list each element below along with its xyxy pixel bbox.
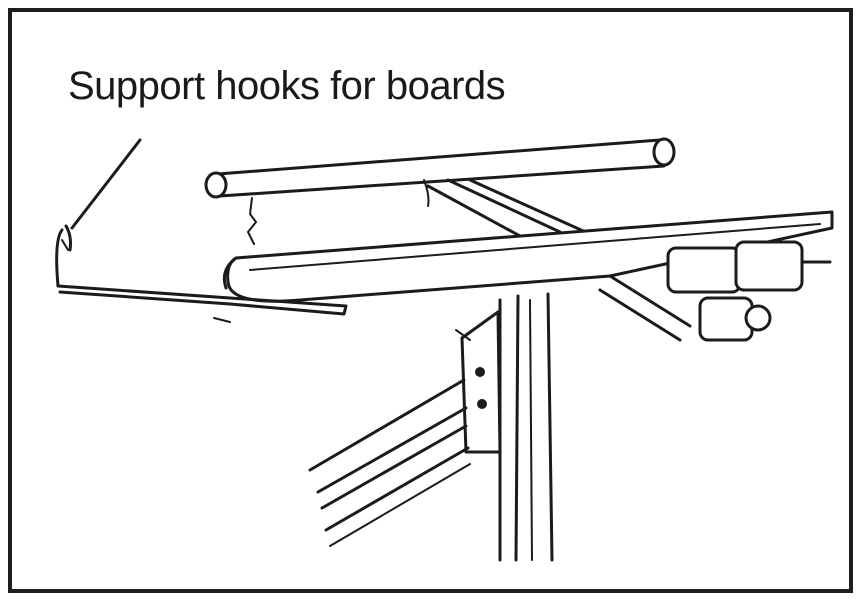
support-hook xyxy=(55,224,348,323)
rod-brace xyxy=(423,178,592,238)
lower-frame xyxy=(308,378,471,547)
vertical-post xyxy=(498,292,554,562)
hanging-cord xyxy=(247,197,257,245)
end-connector xyxy=(598,240,832,342)
label-leader-line xyxy=(70,138,142,230)
support-hooks-label: Support hooks for boards xyxy=(68,64,506,108)
mounting-bracket xyxy=(455,310,502,454)
front-bar xyxy=(222,210,834,303)
upper-rod xyxy=(204,137,676,199)
